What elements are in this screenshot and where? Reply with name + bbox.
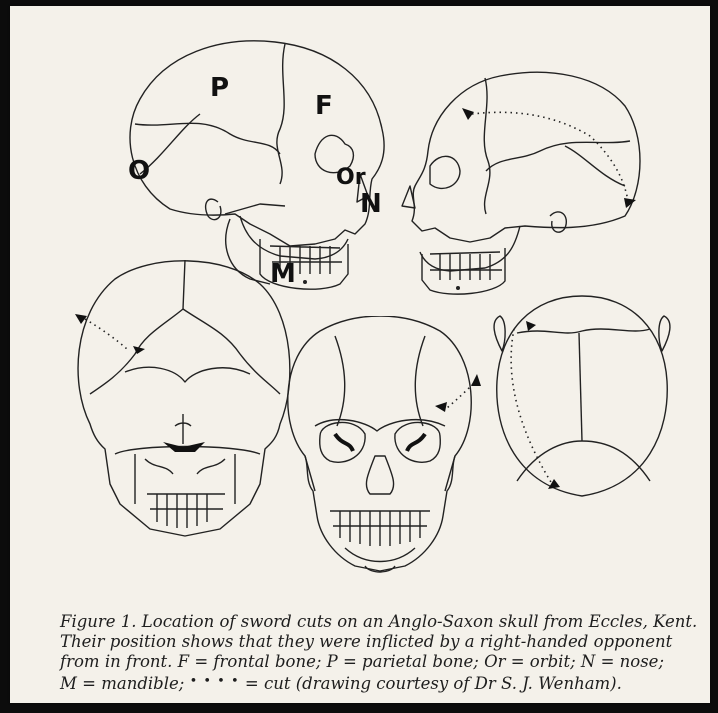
- caption-line-1: Figure 1. Location of sword cuts on an A…: [60, 612, 700, 632]
- figure-caption: Figure 1. Location of sword cuts on an A…: [60, 612, 700, 694]
- caption-line-3: from in front. F = frontal bone; P = par…: [60, 652, 700, 672]
- skull-figure: P F O Or N M: [10, 6, 710, 606]
- caption-line-2: Their position shows that they were infl…: [60, 632, 700, 652]
- caption-line-4: M = mandible; • • • • = cut (drawing cou…: [60, 672, 700, 694]
- caption-line-4-start: M = mandible;: [60, 674, 184, 693]
- nose-label: N: [360, 189, 382, 219]
- skull-right-lateral-view: [390, 66, 650, 306]
- skull-top-view: [482, 291, 682, 501]
- skull-rear-view: [65, 254, 305, 554]
- book-page: P F O Or N M: [10, 6, 710, 703]
- occipital-label: O: [128, 156, 150, 186]
- orbit-label: Or: [336, 165, 366, 190]
- skull-front-view: [275, 316, 485, 596]
- frontal-label: F: [315, 91, 333, 121]
- parietal-label: P: [210, 73, 229, 103]
- caption-line-4-end: = cut (drawing courtesy of Dr S. J. Wenh…: [245, 674, 622, 693]
- cut-dots-symbol: • • • •: [190, 674, 240, 689]
